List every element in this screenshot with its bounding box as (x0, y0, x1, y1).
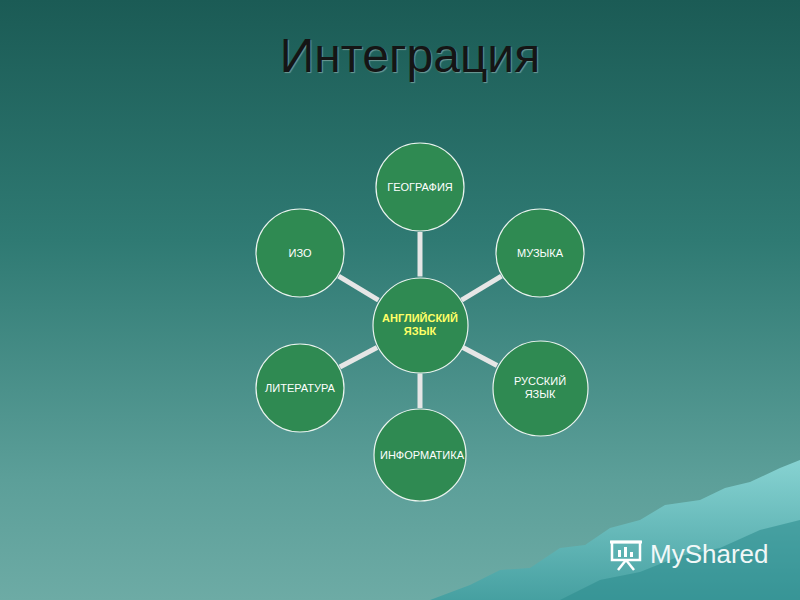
subject-label: ИНФОРМАТИКА (380, 449, 460, 462)
subject-label: ГЕОГРАФИЯ (387, 181, 453, 194)
connector-line (340, 348, 377, 368)
subject-label: ЛИТЕРАТУРА (265, 382, 335, 395)
subject-label: ИЗО (289, 247, 312, 260)
connector-line (462, 276, 502, 300)
connector-line (463, 348, 497, 366)
hub-circle: АНГЛИЙСКИЙ ЯЗЫК (372, 277, 469, 374)
hub-label: АНГЛИЙСКИЙ ЯЗЫК (380, 312, 460, 338)
connector-line (418, 232, 423, 277)
subject-circle: ИЗО (255, 208, 345, 298)
subject-circle: ИНФОРМАТИКА (373, 408, 467, 502)
watermark-text: MyShared (650, 539, 769, 570)
subject-label: МУЗЫКА (517, 247, 563, 260)
subject-circle: МУЗЫКА (495, 208, 585, 298)
connector-line (339, 276, 379, 300)
watermark-icon (608, 536, 644, 572)
subject-circle: РУССКИЙ ЯЗЫК (492, 340, 589, 437)
subject-circle: ЛИТЕРАТУРА (255, 343, 345, 433)
connector-line (418, 374, 423, 409)
subject-label: РУССКИЙ ЯЗЫК (500, 375, 580, 401)
slide-title: Интеграция (0, 28, 800, 83)
subject-circle: ГЕОГРАФИЯ (375, 142, 465, 232)
